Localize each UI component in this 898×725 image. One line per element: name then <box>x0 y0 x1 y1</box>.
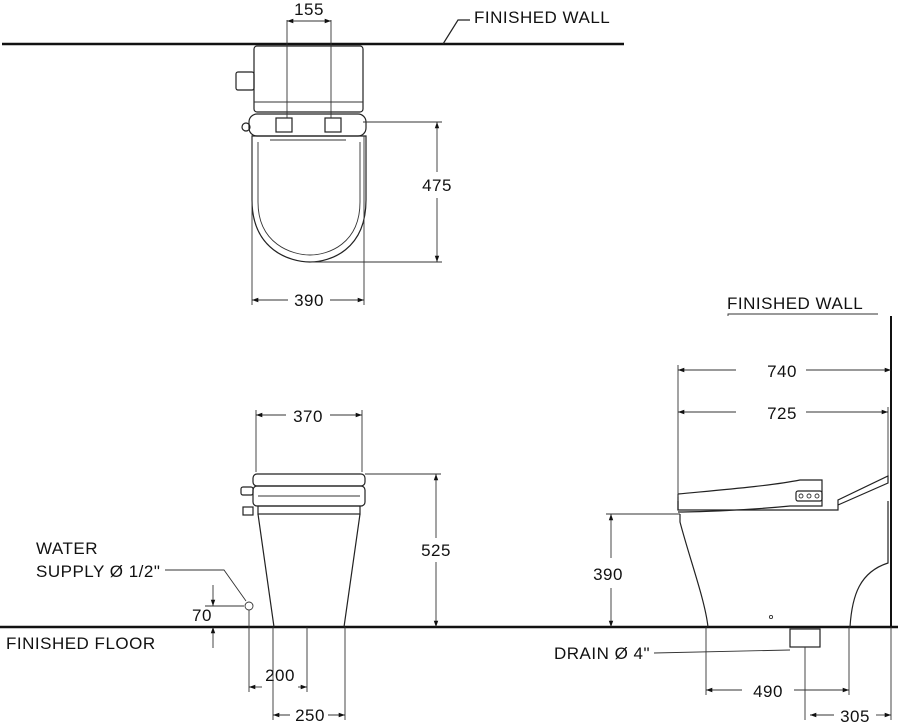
water-supply-leader <box>165 569 247 602</box>
water-supply-icon <box>244 601 254 611</box>
dim-70: 70 <box>192 606 212 625</box>
front-view: 370 525 70 WATER SUPPLY Ø 1/2" 200 250 <box>36 407 451 725</box>
dim-525: 525 <box>421 541 451 560</box>
water-supply-label-1: WATER <box>36 539 98 558</box>
control-panel-icon <box>795 490 823 502</box>
finished-wall-label-right: FINISHED WALL <box>727 294 863 313</box>
seat-hinge-plate <box>248 113 367 137</box>
dim-305: 305 <box>840 707 870 725</box>
control-box-icon <box>235 71 255 91</box>
finished-floor-label: FINISHED FLOOR <box>6 634 156 653</box>
drain-leader <box>653 649 791 654</box>
hinge-left <box>275 117 293 133</box>
water-supply-label-2: SUPPLY Ø 1/2" <box>36 562 160 581</box>
drain-label: DRAIN Ø 4" <box>554 644 650 663</box>
side-button-icon <box>240 486 254 496</box>
side-knob <box>241 122 251 132</box>
hinge-right <box>324 117 342 133</box>
bowl-front <box>257 513 361 628</box>
seat-lid-side <box>677 479 823 513</box>
plan-view: FINISHED WALL 155 475 390 <box>2 0 624 310</box>
dim-250: 250 <box>295 706 325 725</box>
dim-725: 725 <box>767 404 797 423</box>
seat-lid-plan <box>251 135 367 263</box>
dim-740: 740 <box>767 362 797 381</box>
dim-200: 200 <box>265 666 295 685</box>
side-view: FINISHED WALL DRAIN Ø 4" 740 725 390 <box>554 294 892 725</box>
drain-pipe <box>789 628 821 648</box>
tank-side <box>677 475 889 511</box>
finished-wall-label-top: FINISHED WALL <box>474 8 610 27</box>
dim-390-side: 390 <box>593 565 623 584</box>
bowl-side <box>679 501 889 628</box>
dim-370: 370 <box>293 407 323 426</box>
wall-label-leader <box>442 19 470 45</box>
dim-490: 490 <box>753 682 783 701</box>
dim-155: 155 <box>294 0 324 19</box>
dim-390-plan: 390 <box>294 291 324 310</box>
dim-475: 475 <box>422 176 452 195</box>
lid-front <box>252 473 366 487</box>
